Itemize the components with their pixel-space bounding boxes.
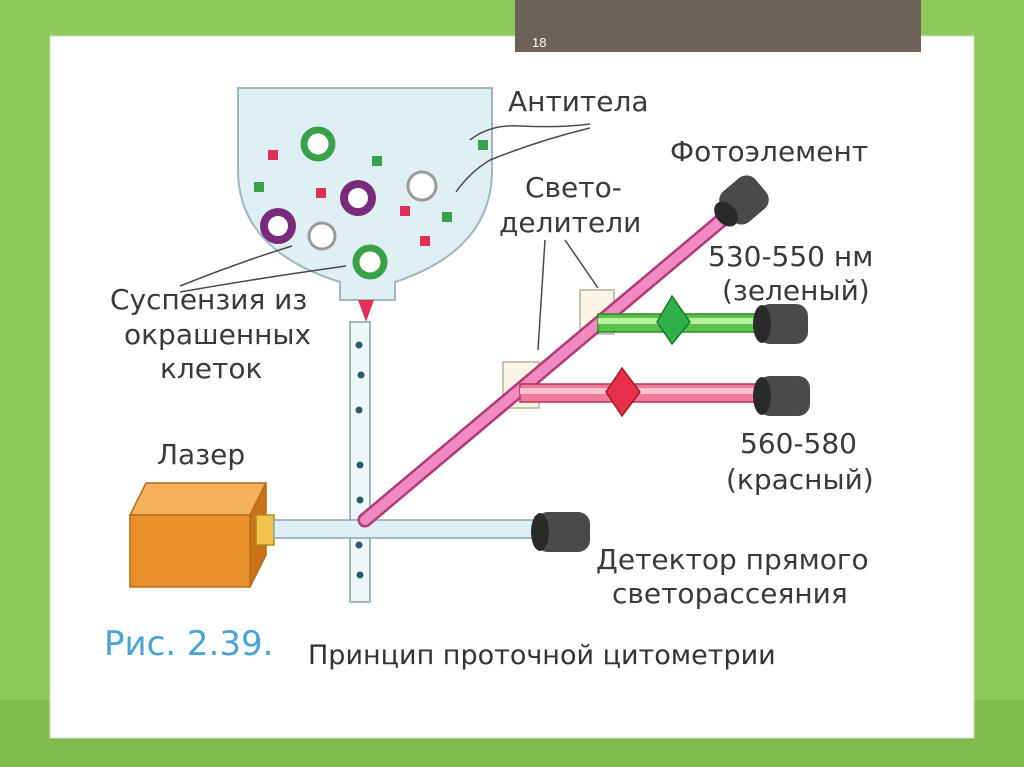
green-marker-icon (372, 156, 382, 166)
label-green-range: 530-550 нм (708, 240, 874, 273)
label-photoelement: Фотоэлемент (670, 135, 869, 168)
red-marker-icon (316, 188, 326, 198)
purple-cell-icon (260, 208, 296, 244)
label-laser: Лазер (157, 438, 246, 471)
forward-scatter-beam (273, 519, 551, 539)
cells-in-channel (355, 341, 365, 579)
green-cell-icon (352, 244, 388, 280)
red-beam-highlight (520, 388, 766, 394)
photoelement-green (753, 304, 808, 344)
figure-caption: Принцип проточной цитометрии (308, 640, 776, 671)
unstained-cell-icon (307, 221, 337, 251)
green-marker-icon (442, 212, 452, 222)
label-suspension-line3: клеток (160, 352, 263, 385)
purple-cell-icon (340, 180, 376, 216)
label-suspension-line1: Суспензия из (110, 283, 308, 316)
diagram-panel (49, 35, 975, 739)
stained-cells (254, 126, 488, 280)
title-bar-overlay (515, 0, 921, 52)
green-cell-icon (300, 126, 336, 162)
label-splitters-line1: Свето- (525, 171, 622, 204)
label-detector-line2: светорассеяния (612, 577, 848, 610)
photoelement-forward-scatter (531, 512, 590, 552)
red-marker-icon (420, 236, 430, 246)
green-filter-icon (656, 294, 691, 346)
photoelement-main (714, 175, 769, 227)
red-filter-icon (605, 366, 641, 418)
label-green-name: (зеленый) (722, 274, 870, 307)
green-marker-icon (478, 140, 488, 150)
label-red-name: (красный) (726, 463, 874, 496)
flow-arrow-icon (358, 300, 374, 322)
leader-lines (179, 123, 599, 351)
photoelement-red (753, 376, 810, 416)
label-splitters-line2: делители (499, 206, 642, 239)
laser (128, 482, 275, 588)
green-marker-icon (254, 182, 264, 192)
label-red-range: 560-580 (740, 427, 857, 460)
unstained-cell-icon (406, 170, 438, 202)
figure-number: Рис. 2.39. (104, 624, 274, 664)
label-antibodies: Антитела (508, 85, 649, 118)
red-marker-icon (400, 206, 410, 216)
slide-number: 18 (532, 35, 547, 50)
label-suspension-line2: окрашенных (124, 318, 312, 351)
red-marker-icon (268, 150, 278, 160)
side-scatter-beam (360, 203, 741, 525)
label-detector-line1: Детектор прямого (596, 543, 869, 576)
